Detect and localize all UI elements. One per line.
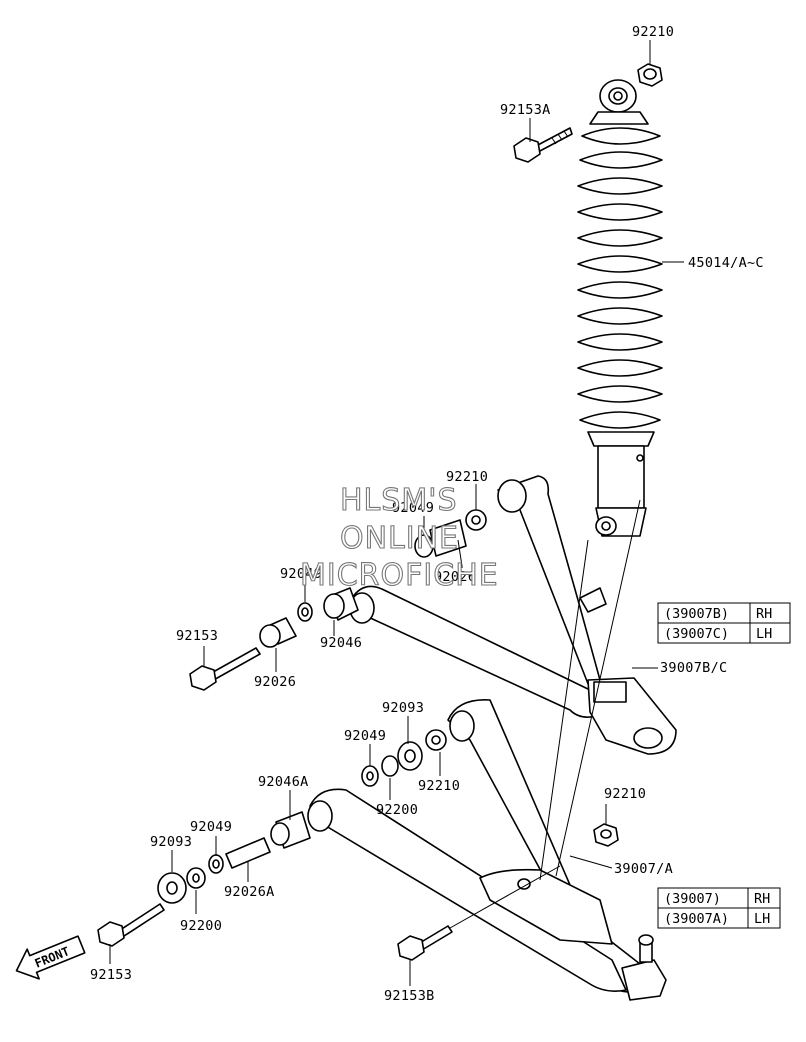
- label-92093-left: 92093: [150, 834, 192, 850]
- label-92049-lowleft: 92049: [190, 819, 232, 835]
- label-92210-right: 92210: [604, 786, 646, 802]
- label-92210-mid: 92210: [446, 469, 488, 485]
- watermark: HLSM'S ONLINE MICROFICHE: [299, 482, 499, 593]
- lower-a-arm: [307, 699, 667, 1001]
- table-lower-arm: (39007) RH (39007A) LH: [657, 887, 781, 929]
- label-92210-low: 92210: [418, 778, 460, 794]
- table-upper-arm: (39007B) RH (39007C) LH: [657, 602, 791, 644]
- label-92049-low: 92049: [344, 728, 386, 744]
- coil-spring: [577, 127, 663, 429]
- shock-absorber: [577, 79, 663, 537]
- label-92026-left: 92026: [254, 674, 296, 690]
- bolt-92153A: [513, 127, 573, 163]
- label-92200-mid: 92200: [376, 802, 418, 818]
- nut-92210-right: [593, 823, 619, 847]
- label-92153-lower: 92153: [90, 967, 132, 983]
- table-lower-row1-part: (39007): [664, 891, 721, 907]
- table-lower-row2-side: LH: [754, 911, 770, 927]
- table-upper-row2-side: LH: [756, 626, 772, 642]
- upper-a-arm: [349, 475, 677, 755]
- table-lower-row1-side: RH: [754, 891, 770, 907]
- leader-lines: [109, 40, 684, 986]
- watermark-line1: HLSM'S: [340, 483, 458, 518]
- label-92210-top: 92210: [632, 24, 674, 40]
- bolt-92153B: [397, 925, 453, 961]
- watermark-line3: MICROFICHE: [300, 558, 499, 593]
- label-92093-mid: 92093: [382, 700, 424, 716]
- label-92200-left: 92200: [180, 918, 222, 934]
- upper-front-bushings: [189, 587, 359, 691]
- label-39007BC: 39007B/C: [660, 660, 727, 676]
- label-92153B: 92153B: [384, 988, 435, 1004]
- label-92049-left: 92049: [280, 566, 322, 582]
- watermark-line2: ONLINE: [340, 521, 459, 556]
- front-arrow-icon: [15, 935, 86, 980]
- lower-front-bushings: [97, 811, 311, 947]
- label-92026A: 92026A: [224, 884, 275, 900]
- nut-92210-top: [637, 63, 663, 87]
- table-lower-row2-part: (39007A): [664, 911, 729, 927]
- label-39007A: 39007/A: [614, 861, 673, 877]
- table-upper-row1-part: (39007B): [664, 606, 729, 622]
- upper-rear-bushings: [414, 509, 487, 558]
- label-92046A: 92046A: [258, 774, 309, 790]
- table-upper-row1-side: RH: [756, 606, 772, 622]
- label-45014: 45014/A~C: [688, 255, 764, 271]
- label-92153-upper: 92153: [176, 628, 218, 644]
- label-92153A: 92153A: [500, 102, 551, 118]
- label-92026-mid: 92026: [434, 569, 476, 585]
- lower-rear-bushings: [361, 729, 447, 787]
- front-arrow: FRONT: [15, 935, 86, 980]
- table-upper-row2-part: (39007C): [664, 626, 729, 642]
- callout-labels: 92210 92153A 45014/A~C 92210 92049 92026…: [90, 24, 764, 1004]
- label-92049-mid: 92049: [392, 500, 434, 516]
- label-92046: 92046: [320, 635, 362, 651]
